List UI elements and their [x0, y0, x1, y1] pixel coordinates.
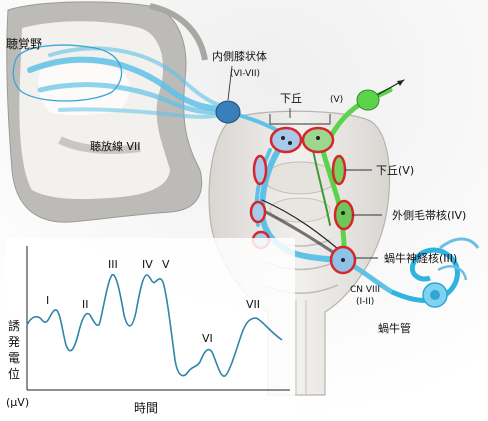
lateral-lemniscus-label: 外側毛帯核(IV) [392, 208, 466, 222]
peak-label-vi: VI [202, 332, 213, 345]
ic-top-stage-label: (V) [330, 95, 343, 105]
auditory-cortex-label: 聴覚野 [6, 37, 42, 51]
ylabel-char-1: 誘 [8, 319, 20, 333]
peak-label-v: V [162, 258, 170, 271]
ic-right-label: 下丘(V) [376, 164, 414, 177]
peak-label-i: I [46, 294, 49, 307]
leader-lines [227, 65, 382, 259]
mgn-stage-label: (VI-VII) [230, 69, 260, 79]
nuclei [249, 126, 357, 275]
cochlea-label: 蝸牛管 [378, 321, 411, 335]
cn-viii-label: CN VIII [350, 285, 380, 295]
peak-label-iii: III [108, 258, 118, 271]
cn-viii-stage-label: (I-II) [356, 297, 374, 307]
peak-label-iv: IV [142, 258, 153, 271]
acoustic-radiation-label: 聴放線 VII [90, 139, 141, 153]
erp-unit-label: (μV) [6, 396, 29, 409]
green-geniculate-node [356, 89, 380, 111]
erp-waveform [26, 274, 283, 377]
mgn-label: 内側膝状体 [212, 49, 267, 63]
ic-right-nucleus [331, 154, 347, 186]
medial-geniculate-body [215, 100, 241, 124]
left-olive-nucleus [249, 200, 267, 224]
left-lemniscus-nucleus [252, 154, 268, 186]
ylabel-char-2: 発 [8, 335, 20, 349]
peak-label-vii: VII [246, 298, 260, 311]
erp-panel: I II III IV V VI VII 誘 発 電 位 (μV) 時間 [5, 238, 295, 418]
lateral-lemniscus-nucleus [333, 199, 355, 231]
ylabel-char-4: 位 [8, 366, 20, 381]
cochlea-illustration [390, 237, 480, 308]
ic-top-label: 下丘 [280, 92, 302, 105]
peak-label-ii: II [82, 298, 89, 311]
auditory-cortex-outline [12, 44, 123, 102]
erp-xlabel: 時間 [134, 401, 158, 415]
cochlear-nucleus-label: 蝸牛神経核(III) [384, 251, 457, 265]
cerebral-cortex [6, 1, 208, 223]
ylabel-char-3: 電 [8, 351, 20, 365]
inferior-colliculus-left [269, 126, 303, 154]
